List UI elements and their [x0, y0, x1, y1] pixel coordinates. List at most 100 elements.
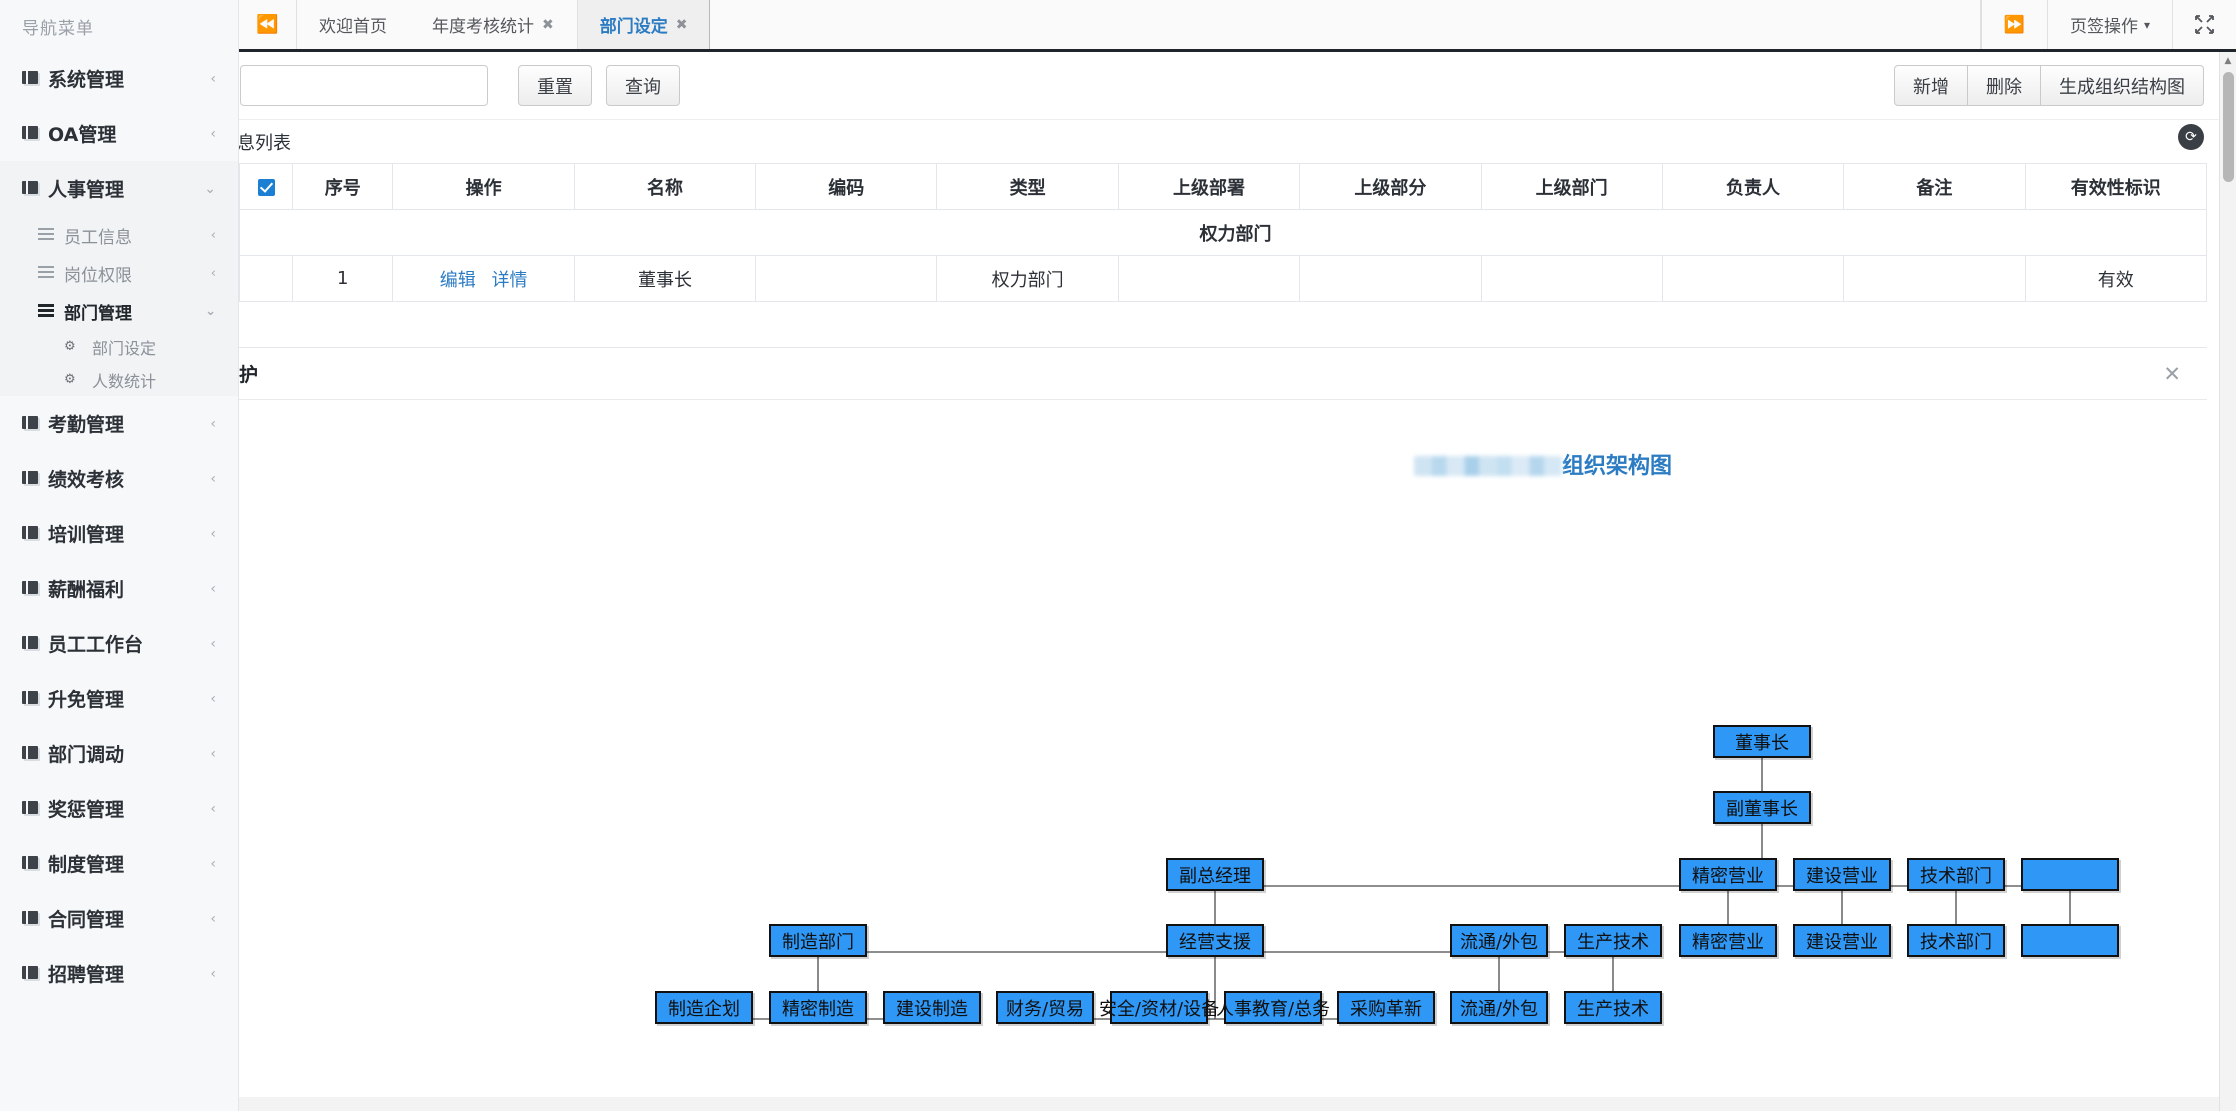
col-operation[interactable]: 操作 — [392, 163, 575, 210]
sidebar-item-employee-info[interactable]: 员工信息 ‹ — [0, 216, 238, 254]
tab-close-icon[interactable]: ✖ — [675, 16, 688, 33]
query-button[interactable]: 查询 — [606, 65, 680, 106]
select-all-checkbox[interactable] — [257, 178, 275, 196]
org-node-label: 建设营业 — [1806, 931, 1878, 953]
tab-welcome-home[interactable]: 欢迎首页 — [297, 0, 410, 49]
scroll-up-icon[interactable]: ▲ — [2224, 55, 2232, 66]
dialog-title: 息维护 — [239, 364, 259, 386]
tab-close-icon[interactable]: ✖ — [542, 16, 554, 33]
cell-seq: 1 — [291, 255, 394, 302]
generate-org-chart-button[interactable]: 生成组织结构图 — [2041, 65, 2204, 106]
page-operations-label: 页签操作 — [2069, 17, 2138, 37]
sidebar-item-policy[interactable]: 制度管理 ‹ — [0, 836, 238, 891]
sidebar-item-employee-workbench[interactable]: 员工工作台 ‹ — [0, 616, 238, 671]
sidebar-item-label: 考勤管理 — [48, 414, 125, 436]
select-all-header[interactable] — [239, 163, 293, 210]
reset-button[interactable]: 重置 — [518, 65, 592, 106]
col-parent-deploy[interactable]: 上级部署 — [1117, 163, 1301, 210]
search-input[interactable] — [240, 65, 488, 106]
list-heading-text: 门信息列表 — [239, 132, 291, 154]
main-content: 名称 重置 查询 新增 删除 生成组织结构图 门信息列表 ⟳ — [239, 52, 2236, 1111]
sidebar-item-dept-management[interactable]: 部门管理 ⌄ — [0, 292, 238, 330]
chevron-left-icon: ‹ — [210, 415, 216, 432]
vertical-scrollbar-thumb[interactable] — [2223, 72, 2234, 182]
sidebar-item-training[interactable]: 培训管理 ‹ — [0, 506, 238, 561]
col-valid-flag[interactable]: 有效性标识 — [2024, 163, 2208, 210]
sidebar-item-headcount-stats[interactable]: ⚙ 人数统计 — [0, 363, 238, 396]
tab-annual-assessment-stats[interactable]: 年度考核统计 ✖ — [410, 0, 577, 49]
sidebar-item-hr[interactable]: 人事管理 ⌄ — [0, 161, 238, 216]
sidebar-item-label: OA管理 — [48, 124, 117, 146]
sidebar-item-post-permission[interactable]: 岗位权限 ‹ — [0, 254, 238, 292]
edit-link[interactable]: 编辑 — [439, 269, 476, 291]
col-seq[interactable]: 序号 — [291, 163, 394, 210]
org-node[interactable]: 技术部门 — [1907, 924, 2005, 957]
col-parent-part[interactable]: 上级部分 — [1299, 163, 1482, 210]
sidebar-item-dept-transfer[interactable]: 部门调动 ‹ — [0, 726, 238, 781]
org-node[interactable]: 副总经理 — [1166, 858, 1264, 891]
org-node[interactable]: 经营支援 — [1166, 924, 1264, 957]
org-node[interactable]: 副董事长 — [1713, 791, 1811, 824]
org-node[interactable] — [2021, 858, 2119, 891]
add-button[interactable]: 新增 — [1894, 65, 1968, 106]
sidebar-item-system[interactable]: 系统管理 ‹ — [0, 51, 238, 106]
vertical-scrollbar[interactable]: ▲ — [2219, 52, 2236, 1111]
chevron-left-icon: ‹ — [210, 635, 216, 652]
col-type[interactable]: 类型 — [936, 163, 1119, 210]
org-node[interactable]: 人事教育/总务 — [1216, 991, 1330, 1024]
horizontal-scrollbar[interactable] — [239, 1097, 2219, 1111]
chevron-left-icon: ‹ — [210, 265, 216, 281]
close-icon[interactable]: ✕ — [2163, 361, 2181, 386]
sidebar-item-compensation[interactable]: 薪酬福利 ‹ — [0, 561, 238, 616]
delete-button[interactable]: 删除 — [1968, 65, 2041, 106]
org-node[interactable]: 精密制造 — [769, 991, 867, 1024]
fullscreen-icon[interactable] — [2172, 0, 2236, 49]
cell-parent-dept — [1480, 255, 1663, 302]
org-node-label: 人事教育/总务 — [1215, 998, 1331, 1020]
org-node[interactable]: 采购革新 — [1337, 991, 1435, 1024]
sidebar-item-oa[interactable]: OA管理 ‹ — [0, 106, 238, 161]
tabs-scroll-left-icon[interactable]: ⏪ — [239, 0, 297, 49]
sidebar-item-reward-punish[interactable]: 奖惩管理 ‹ — [0, 781, 238, 836]
org-node[interactable]: 建设营业 — [1793, 858, 1891, 891]
sidebar-item-contract[interactable]: 合同管理 ‹ — [0, 891, 238, 946]
org-node-label: 副总经理 — [1179, 865, 1251, 887]
org-node[interactable]: 建设制造 — [883, 991, 981, 1024]
sidebar-item-performance[interactable]: 绩效考核 ‹ — [0, 451, 238, 506]
refresh-icon[interactable]: ⟳ — [2178, 124, 2204, 150]
org-node[interactable] — [2021, 924, 2119, 957]
org-node[interactable]: 制造企划 — [655, 991, 753, 1024]
col-owner[interactable]: 负责人 — [1661, 163, 1845, 210]
row-checkbox-cell[interactable] — [239, 255, 293, 302]
sidebar-item-attendance[interactable]: 考勤管理 ‹ — [0, 396, 238, 451]
detail-link[interactable]: 详情 — [491, 269, 528, 291]
tab-label: 欢迎首页 — [319, 17, 387, 37]
org-node[interactable]: 建设营业 — [1793, 924, 1891, 957]
tab-dept-setting[interactable]: 部门设定 ✖ — [576, 0, 711, 49]
sidebar-item-promotion[interactable]: 升免管理 ‹ — [0, 671, 238, 726]
org-node[interactable]: 精密营业 — [1679, 858, 1777, 891]
tabs-scroll-right-icon[interactable]: ⏩ — [1980, 0, 2047, 49]
page-operations-button[interactable]: 页签操作 ▾ — [2046, 0, 2172, 49]
sidebar-item-recruitment[interactable]: 招聘管理 ‹ — [0, 946, 238, 1001]
org-node[interactable]: 董事长 — [1713, 725, 1811, 758]
org-node[interactable]: 财务/贸易 — [996, 991, 1094, 1024]
org-node[interactable]: 流通/外包 — [1450, 924, 1548, 957]
org-node[interactable]: 制造部门 — [769, 924, 867, 957]
table-group-row[interactable]: 权力部门 — [239, 209, 2207, 256]
col-remark[interactable]: 备注 — [1843, 163, 2026, 210]
org-node[interactable]: 生产技术 — [1564, 991, 1662, 1024]
org-node[interactable]: 安全/资材/设备 — [1099, 991, 1219, 1024]
col-name[interactable]: 名称 — [573, 163, 757, 210]
org-node[interactable]: 流通/外包 — [1450, 991, 1548, 1024]
book-icon — [22, 800, 48, 818]
org-node[interactable]: 精密营业 — [1679, 924, 1777, 957]
org-node[interactable]: 技术部门 — [1907, 858, 2005, 891]
sidebar-item-dept-setting[interactable]: ⚙ 部门设定 — [0, 330, 238, 363]
col-parent-dept[interactable]: 上级部门 — [1480, 163, 1663, 210]
sidebar-item-label: 合同管理 — [48, 909, 125, 931]
table-row[interactable]: 1 编辑 详情 董事长 权力部门 有效 — [239, 255, 2208, 302]
org-node[interactable]: 生产技术 — [1564, 924, 1662, 957]
col-code[interactable]: 编码 — [755, 163, 938, 210]
